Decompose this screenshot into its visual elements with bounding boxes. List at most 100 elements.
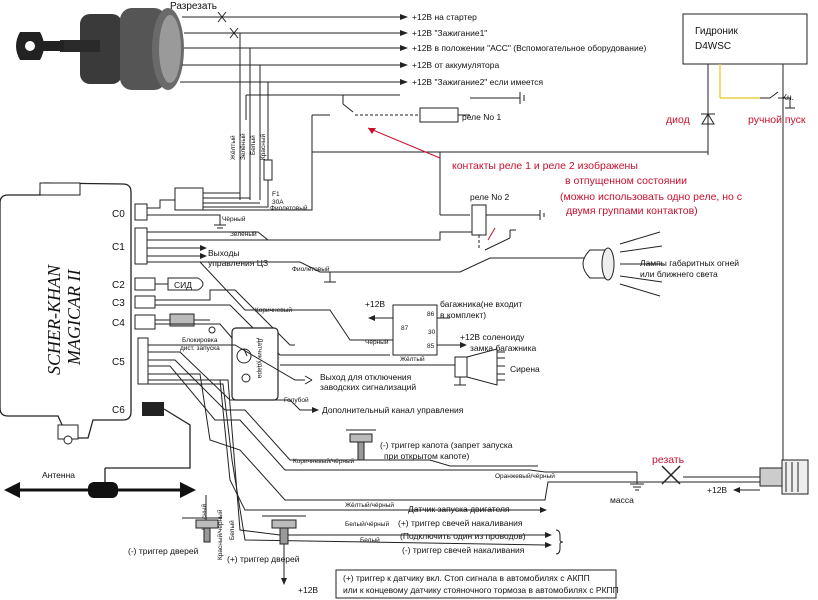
shock-sensor <box>155 323 279 401</box>
door-trigger-plus <box>262 515 306 585</box>
c1-green: Зелёный <box>230 230 257 238</box>
glow-minus-label: (-) триггер свечей накаливания <box>402 545 525 555</box>
extra-channel: Дополнительный канал управления <box>322 405 464 415</box>
cz-outputs-2: управления ЦЗ <box>208 258 268 268</box>
hood-trigger <box>346 429 376 461</box>
cz-outputs-1: Выходы <box>208 248 240 258</box>
lower-red-black: Красный/чёрный <box>216 509 224 560</box>
wire-red-label: Красный <box>259 133 267 160</box>
connect-one-label: (Подключить один из проводов) <box>400 531 526 541</box>
c5-blue: Голубой <box>284 396 309 404</box>
wire-ignition2: +12В "Зажигание2" если имеется <box>412 77 544 87</box>
lower-white: Белый <box>228 520 236 540</box>
fuse <box>263 159 273 205</box>
relay-pin-87: 87 <box>401 325 409 332</box>
wire-ignition1: +12В "Зажигание1" <box>412 28 487 38</box>
cut-label: Разрезать <box>170 1 217 12</box>
connector-c1: C1 <box>112 242 125 253</box>
lamp-label-2: или ближнего света <box>640 269 718 279</box>
unit-model: MAGICAR II <box>64 269 84 366</box>
relay-2 <box>471 204 545 251</box>
relay1-label: реле No 1 <box>462 112 501 122</box>
c1-violet: Фиолетовый <box>292 265 330 273</box>
ignition-switch <box>16 8 184 90</box>
gidronik-model: D4WSC <box>695 41 731 52</box>
siren <box>280 348 505 386</box>
sensor-plus12: +12В <box>707 485 727 495</box>
remote-block-1: Блокировка <box>182 337 218 344</box>
led-label: СИД <box>174 280 192 290</box>
relay-1 <box>311 92 708 216</box>
wire-acc: +12В в положении "АСС" (Вспомогательное … <box>412 43 646 53</box>
trunk-label-2: в комплект) <box>440 310 486 320</box>
c5-wires <box>148 344 784 548</box>
relay2-label: реле No 2 <box>470 192 509 202</box>
connector-c6: C6 <box>112 405 125 416</box>
door-trigger-plus-label: (+) триггер дверей <box>227 554 300 564</box>
trunk-solenoid-2: замка багажника <box>470 343 537 353</box>
wire-yellow-label: Жёлтый <box>229 135 237 160</box>
hood-trigger-1: (-) триггер капота (запрет запуска <box>380 440 513 450</box>
c1-wires <box>147 231 590 341</box>
gidronik-title: Гидроник <box>695 26 739 37</box>
glow-plus-label: (+) триггер свечей накаливания <box>398 518 523 528</box>
connector-c0: C0 <box>112 209 125 220</box>
trunk-relay <box>368 304 467 356</box>
trunk-plus12: +12В <box>365 299 385 309</box>
lower-red: Красный <box>200 503 208 530</box>
c0-black: Чёрный <box>222 215 246 223</box>
white-label: Белый <box>360 536 380 544</box>
ignition-wires <box>180 11 408 200</box>
factory-alarm-1: Выход для отключения <box>320 372 412 382</box>
trunk-black: Чёрный <box>365 338 389 346</box>
antenna-label: Антенна <box>42 470 75 480</box>
antenna <box>4 408 196 498</box>
relay-pin-86: 86 <box>427 311 435 318</box>
relay-note-2: в отпущенном состоянии <box>565 175 687 187</box>
yellow-black-label: Жёлтый/чёрный <box>345 501 394 509</box>
ground-symbol <box>630 472 644 491</box>
gidronik-box <box>682 13 808 420</box>
c3-brown: Коричневый <box>255 306 292 314</box>
lamp <box>582 231 664 297</box>
connector-c5: C5 <box>112 357 125 368</box>
c0-wires <box>147 152 313 229</box>
hood-brown-black: Коричневый/чёрный <box>293 457 355 465</box>
wire-green-label: Зелёный <box>239 133 247 160</box>
bottom-plus12: +12В <box>298 585 318 595</box>
remote-block-2: дист. запуска <box>180 345 220 352</box>
unit-brand: SCHER-KHAN <box>44 264 64 375</box>
scher-khan-unit <box>0 182 132 445</box>
cut-mark <box>661 465 681 485</box>
c3-wires <box>155 289 390 356</box>
fuse-name: F1 <box>272 191 280 198</box>
connector-c3: C3 <box>112 298 125 309</box>
door-trigger-minus-label: (-) триггер дверей <box>128 546 199 556</box>
wire-starter: +12В на стартер <box>412 12 477 22</box>
relay-pin-30: 30 <box>428 329 436 336</box>
c0-violet: Фиолетовый <box>270 204 308 212</box>
lamp-label-1: Лампы габаритных огней <box>640 258 739 268</box>
relay-note-1: контакты реле 1 и реле 2 изображены <box>452 160 638 172</box>
fuse-rating: 30А <box>272 199 284 206</box>
wire-battery: +12В от аккумулятора <box>412 60 499 70</box>
cut-label-red: резать <box>652 454 685 466</box>
connector-blocks <box>134 187 204 416</box>
manual-start-label: ручной пуск <box>748 114 806 126</box>
relay-note-3: (можно использовать одно реле, но с <box>560 191 742 203</box>
siren-label: Сирена <box>510 364 540 374</box>
orange-black: Оранжевый/чёрный <box>495 472 555 480</box>
trunk-solenoid-1: +12В соленоиду <box>460 332 525 342</box>
relay-note-4: двумя группами контактов) <box>566 205 698 217</box>
ground-label: масса <box>610 495 634 505</box>
wire-white-label: Белый <box>249 135 257 155</box>
manual-start-button <box>760 91 795 109</box>
hood-trigger-2: при открытом капоте) <box>384 451 469 461</box>
trunk-yellow: Жёлтый <box>400 355 425 363</box>
shock-sensor-label: Датчик удара <box>256 338 263 379</box>
footnote-2: или к концевому датчику стояночного торм… <box>343 585 619 595</box>
footnote-1: (+) триггер к датчику вкл. Стоп сигнала … <box>343 573 590 583</box>
connector-c4: C4 <box>112 318 125 329</box>
factory-alarm-2: заводских сигнализаций <box>320 382 416 392</box>
